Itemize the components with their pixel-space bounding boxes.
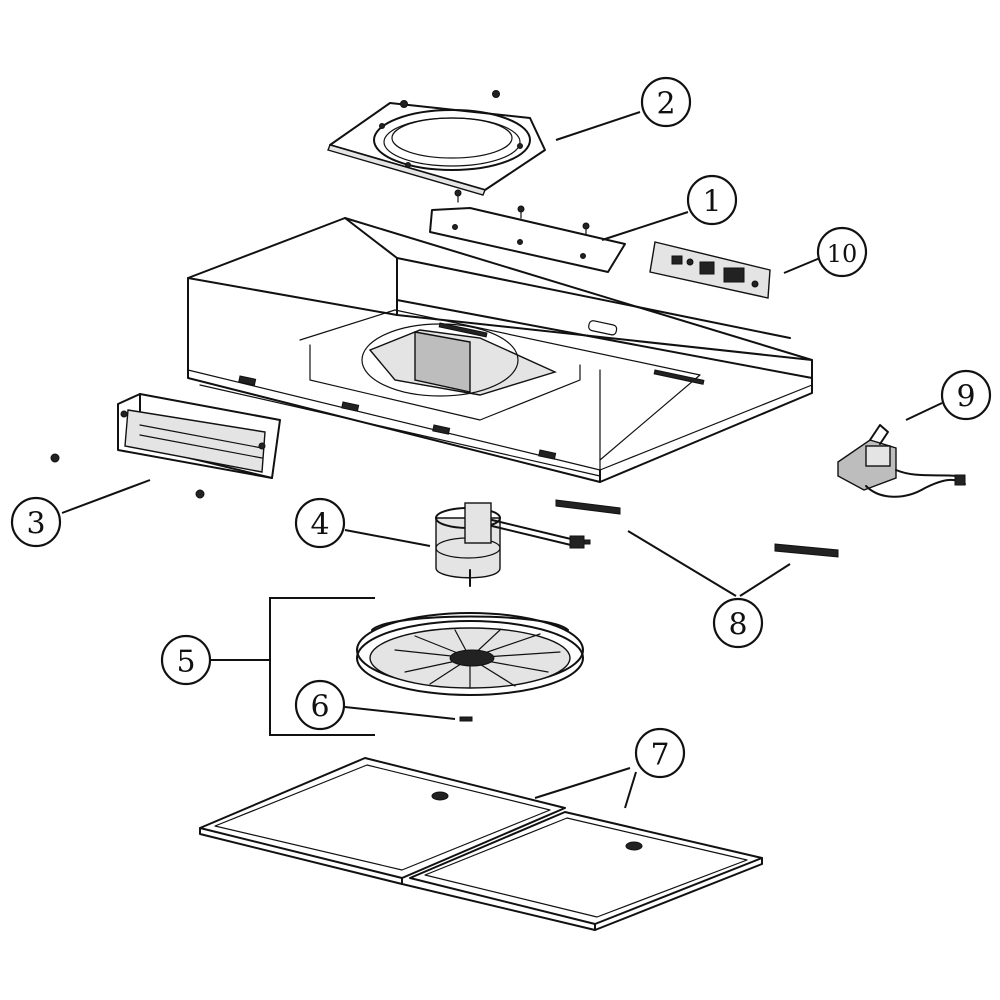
leader-lines <box>61 111 943 809</box>
callout-8: 8 <box>712 597 764 649</box>
callout-3: 3 <box>10 496 62 548</box>
control-board-part <box>649 241 771 299</box>
duct-collar-part <box>327 90 546 196</box>
callout-2: 2 <box>640 76 692 128</box>
callout-6: 6 <box>294 679 346 731</box>
callout-1-label: 1 <box>702 185 721 220</box>
callout-7: 7 <box>634 727 686 779</box>
callout-8-label: 8 <box>728 608 747 643</box>
callout-3-label: 3 <box>26 507 45 542</box>
callout-5-label: 5 <box>176 645 195 680</box>
range-hood-body <box>187 217 813 483</box>
damper-plate-part <box>429 189 626 273</box>
callout-7-label: 7 <box>650 738 669 773</box>
callout-6-label: 6 <box>310 690 329 725</box>
callout-4: 4 <box>294 497 346 549</box>
callout-10: 10 <box>816 226 868 278</box>
switch-knobs-part <box>555 499 839 558</box>
callout-1: 1 <box>686 174 738 226</box>
callout-4-label: 4 <box>310 508 329 543</box>
grease-filters-part <box>199 757 763 931</box>
callout-2-label: 2 <box>656 87 675 122</box>
callout-5: 5 <box>160 634 212 686</box>
motor-part <box>435 502 591 587</box>
callout-10-label: 10 <box>827 240 858 268</box>
light-housing-part <box>50 393 281 499</box>
callout-9-label: 9 <box>956 380 975 415</box>
blower-assembly-part <box>210 597 584 736</box>
callout-9: 9 <box>940 369 992 421</box>
wire-harness-part <box>837 424 966 498</box>
